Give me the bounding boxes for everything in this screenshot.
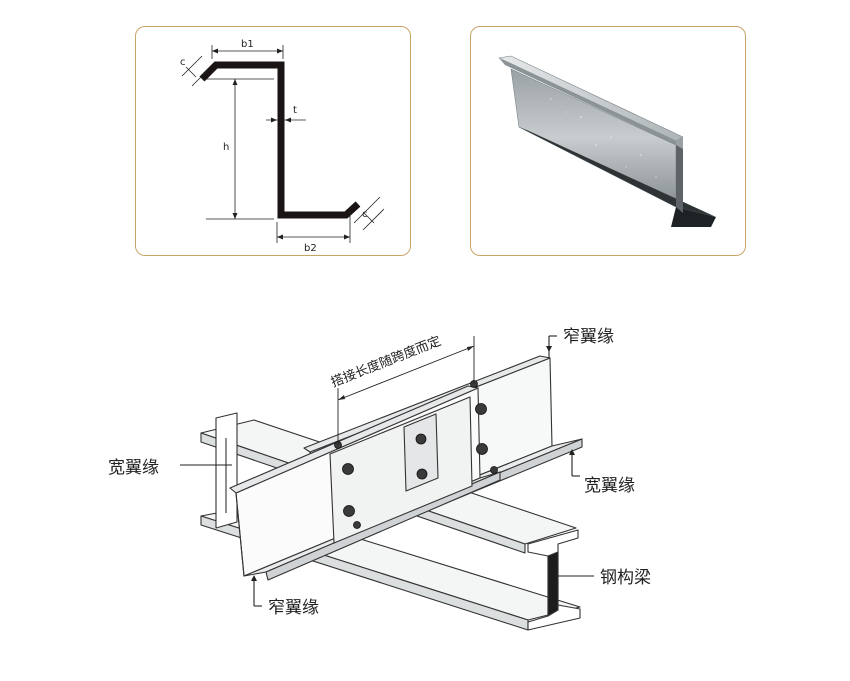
narrow-flange-top-label: 窄翼缘 — [563, 327, 614, 347]
wide-flange-right-label: 宽翼缘 — [584, 476, 635, 496]
purlin-photo-panel — [470, 26, 746, 256]
dim-b1-label: b1 — [241, 39, 254, 50]
dim-c-bottom-label: c — [362, 209, 368, 220]
bolt — [490, 466, 498, 474]
steel-beam-label: 钢构梁 — [600, 568, 651, 588]
bolt — [416, 468, 428, 480]
bolt — [343, 505, 355, 517]
profile-diagram-panel: b1 c h t b2 c — [135, 26, 411, 256]
narrow-flange-bottom-label: 窄翼缘 — [268, 598, 319, 618]
dim-c-top-label: c — [180, 57, 186, 68]
z-profile-shape — [199, 61, 361, 219]
z-profile-drawing: b1 c h t b2 c — [180, 39, 385, 254]
lap-length-label: 搭接长度随跨度而定 — [329, 333, 444, 391]
bolt — [415, 433, 427, 445]
dim-b2-label: b2 — [304, 243, 317, 254]
purlin-lap-assembly-diagram: 搭接长度随跨度而定 窄翼缘 宽翼缘 宽翼缘 钢构梁 窄翼缘 — [0, 300, 850, 681]
wide-flange-left-label: 宽翼缘 — [108, 458, 159, 478]
bolt — [353, 521, 361, 529]
bolt — [475, 403, 487, 415]
bolt — [342, 463, 354, 475]
z-purlin-illustration — [498, 55, 716, 227]
dim-h-label: h — [223, 142, 229, 153]
bolt — [476, 443, 488, 455]
dim-t-label: t — [293, 105, 297, 116]
assembly-drawing: 搭接长度随跨度而定 窄翼缘 宽翼缘 宽翼缘 钢构梁 窄翼缘 — [108, 327, 651, 631]
